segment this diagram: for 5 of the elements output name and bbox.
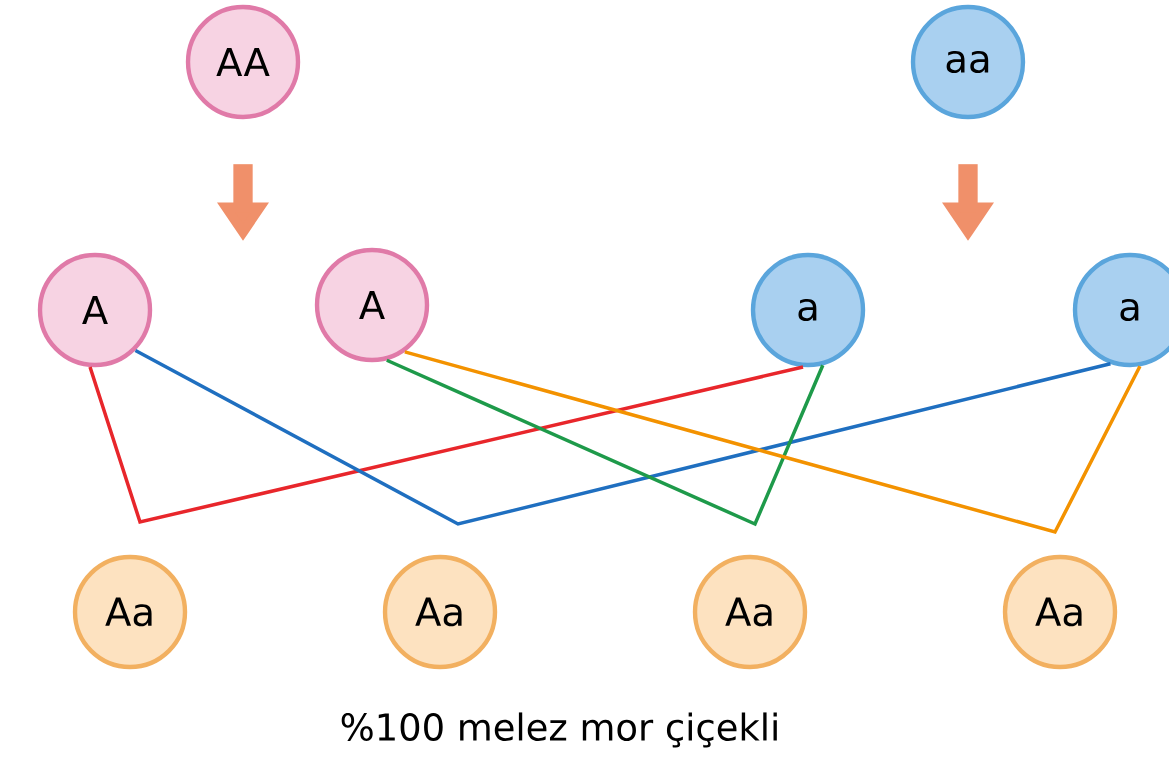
caption: %100 melez mor çiçekli xyxy=(341,712,777,748)
connecting-line xyxy=(404,350,1142,535)
connecting-line xyxy=(134,348,1111,526)
connecting-line xyxy=(386,358,825,527)
connecting-line xyxy=(88,365,804,525)
